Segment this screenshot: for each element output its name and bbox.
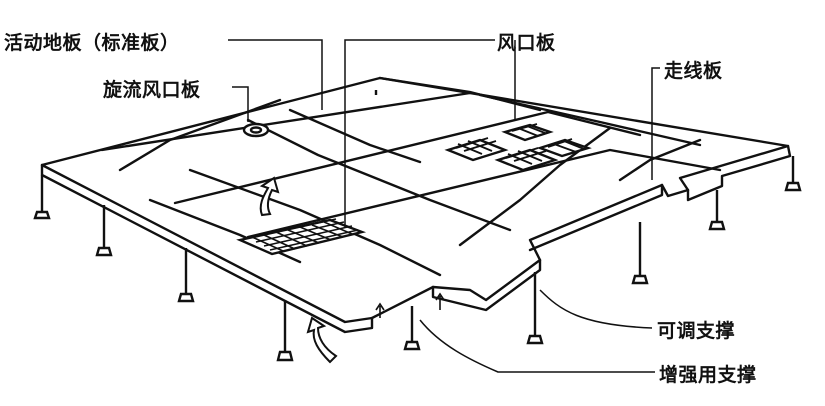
airflow-arrow-entering [306, 316, 338, 364]
leader-vent-panel [344, 39, 495, 228]
floor-surface [40, 76, 790, 324]
swirl-vent [242, 122, 270, 138]
small-arrows [375, 292, 445, 318]
grid-row-3 [246, 148, 722, 239]
airflow-arrows [259, 176, 338, 364]
label-swirl-vent-panel: 旋流风口板 [103, 79, 201, 101]
vent-grilles-back [444, 123, 592, 172]
pedestal [708, 190, 726, 231]
pedestal [33, 175, 51, 220]
floor-edge-front-left [40, 163, 374, 334]
label-standard-panel: 活动地板（标准板） [4, 32, 180, 54]
leader-standard-panel [228, 39, 323, 110]
airflow-arrow-rising [259, 176, 280, 217]
grid-col-1 [118, 98, 282, 172]
leader-swirl-vent [232, 86, 249, 122]
grid-col-5 [246, 118, 512, 232]
pedestal [177, 248, 195, 303]
label-vent-panel: 风口板 [497, 32, 556, 54]
leader-lines [228, 39, 660, 373]
pedestal [784, 156, 802, 192]
leader-adjustable-support [539, 289, 653, 329]
pedestal [276, 300, 294, 362]
support-pedestals [33, 90, 802, 362]
grid-col-9 [618, 138, 702, 182]
floor-edge-front-right [431, 258, 542, 312]
label-wiring-panel: 走线板 [664, 60, 723, 82]
grid-col-2 [288, 108, 422, 164]
pedestal [631, 222, 649, 285]
grid-col-4 [478, 93, 702, 147]
floor-edge-right [686, 144, 792, 202]
pedestal [526, 272, 544, 345]
pedestal [403, 306, 421, 351]
vent-grille-front [236, 218, 367, 256]
floor-edge-notch [528, 183, 664, 252]
pedestal [95, 205, 113, 257]
label-reinforced-support: 增强用支撑 [659, 364, 757, 386]
grid-row-1 [100, 91, 472, 152]
leader-wiring-panel [651, 67, 660, 180]
leader-reinforced-support [419, 319, 655, 373]
label-adjustable-support: 可调支撑 [657, 320, 736, 342]
